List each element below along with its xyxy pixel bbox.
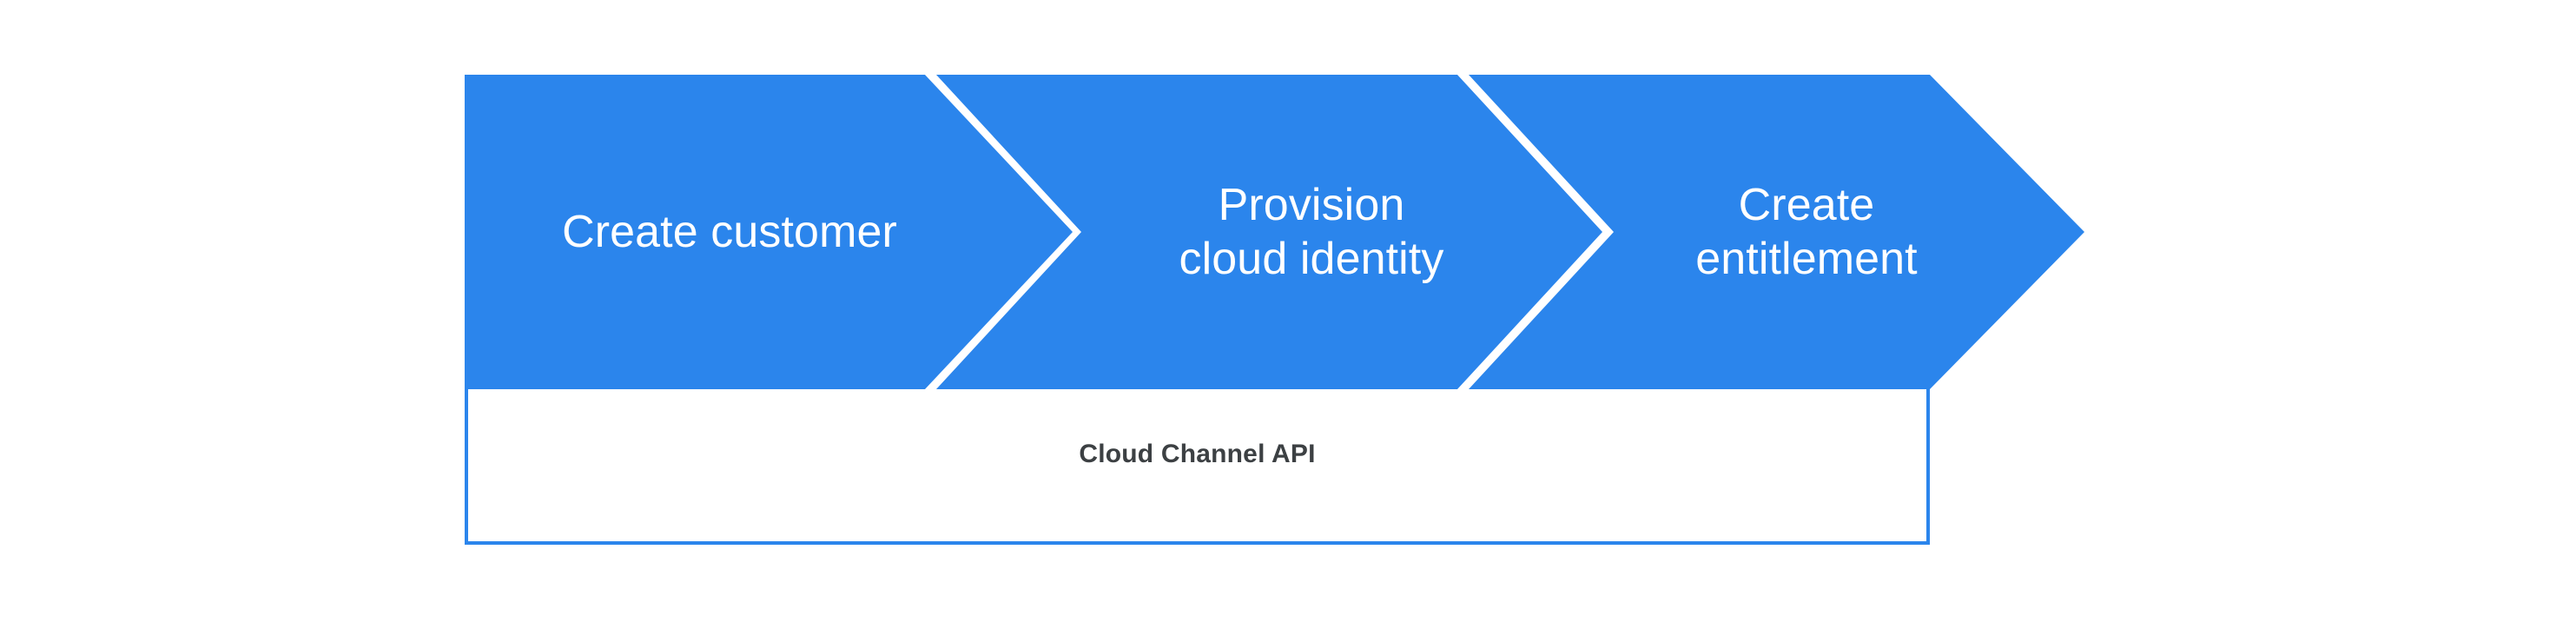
cloud-channel-api-label: Cloud Channel API — [1079, 440, 1316, 468]
chevron-step-1[interactable] — [465, 75, 1073, 389]
cloud-channel-api-bar[interactable]: Cloud Channel API — [465, 389, 1930, 545]
chevron-step-2[interactable] — [936, 75, 1602, 389]
chevron-step-3[interactable] — [1469, 75, 2084, 389]
